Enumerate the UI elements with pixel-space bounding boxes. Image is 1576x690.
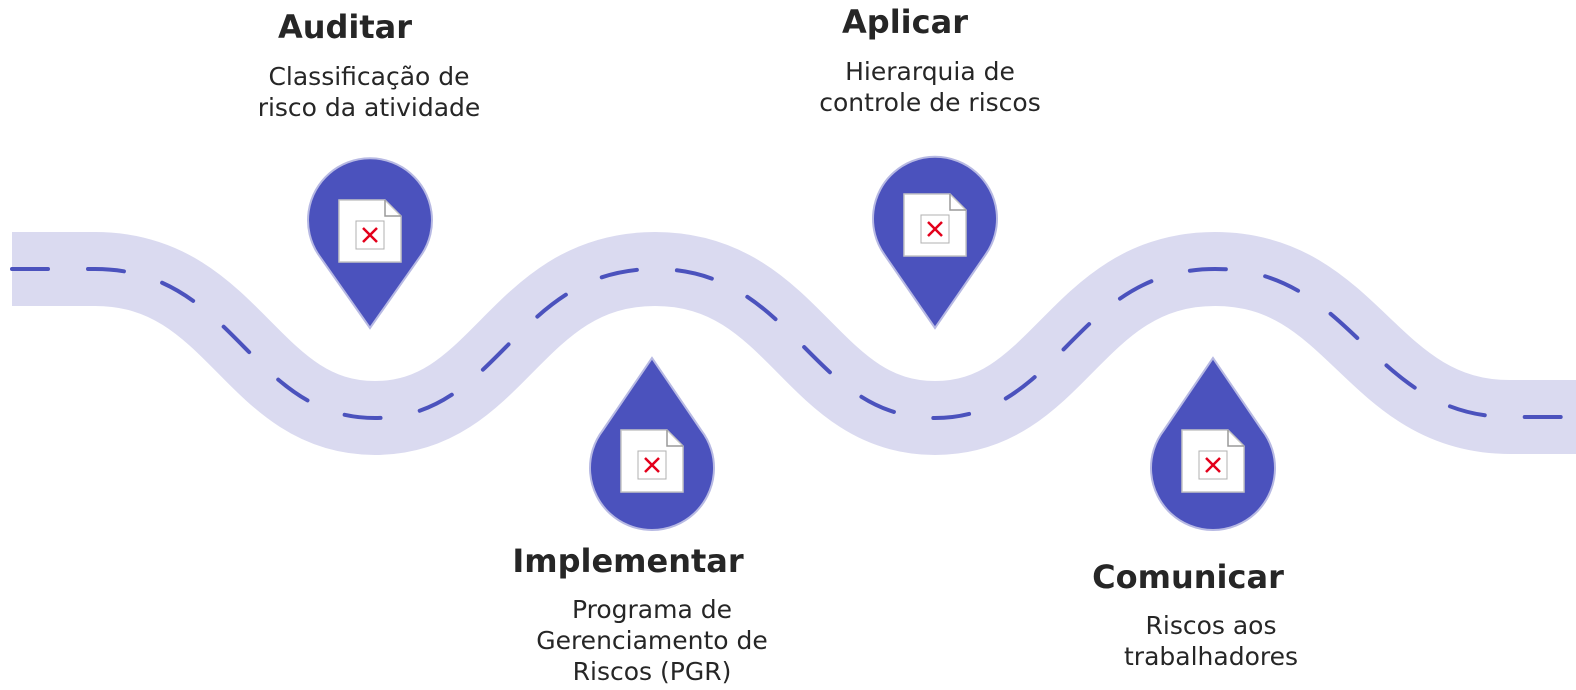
step-title-auditar: Auditar — [277, 8, 413, 46]
step-title-comunicar: Comunicar — [1092, 558, 1284, 596]
step-description-comunicar: Riscos aos trabalhadores — [1124, 611, 1298, 671]
road — [12, 232, 1576, 455]
road-center-dashes — [10, 266, 1576, 421]
location-pin-icon — [872, 155, 998, 330]
step-description-aplicar: Hierarquia de controle de riscos — [819, 57, 1041, 117]
location-pin-icon — [589, 356, 715, 531]
broken-image-icon — [903, 193, 967, 257]
broken-image-icon — [620, 429, 684, 493]
location-pin-icon — [307, 157, 433, 330]
step-description-implementar: Programa de Gerenciamento de Riscos (PGR… — [536, 595, 768, 686]
broken-image-icon — [338, 199, 402, 263]
step-description-auditar: Classificação de risco da atividade — [257, 62, 481, 122]
step-title-aplicar: Aplicar — [842, 3, 968, 41]
broken-image-icon — [1181, 429, 1245, 493]
step-title-implementar: Implementar — [512, 542, 744, 580]
location-pin-icon — [1150, 356, 1276, 531]
